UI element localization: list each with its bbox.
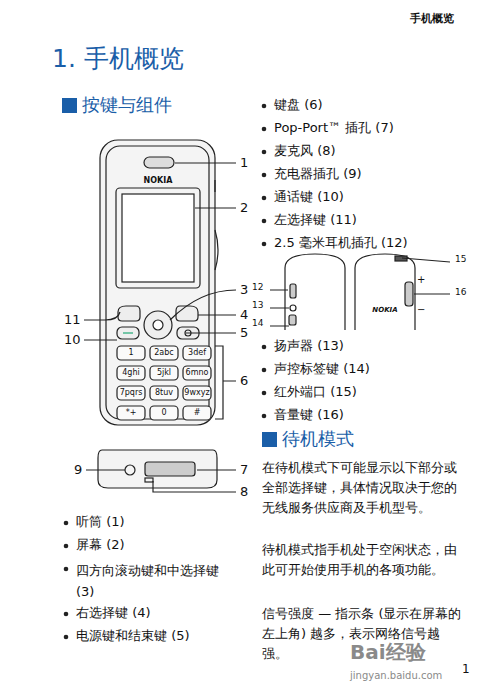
callout-number: 14 — [252, 318, 263, 329]
callout-number: 7 — [240, 462, 248, 478]
bullet-item: 左选择键 (11) — [274, 212, 357, 228]
key-label: 3def — [188, 348, 206, 358]
body-paragraph: 待机模式指手机处于空闲状态，由此可开始使用手机的各项功能。 — [262, 540, 462, 580]
section-heading: 按键与组件 — [82, 94, 172, 116]
page-number: 1 — [462, 662, 470, 676]
section-heading: 待机模式 — [282, 428, 354, 450]
key-label: 0 — [161, 408, 166, 418]
brand-logo: NOKIA — [372, 306, 397, 314]
watermark: Bai经验 — [350, 640, 426, 664]
bullet-item: 右选择键 (4) — [76, 605, 151, 621]
brand-logo: NOKIA — [144, 176, 173, 186]
bullet-item: 通话键 (10) — [274, 189, 344, 205]
callout-number: 15 — [455, 254, 466, 265]
bullet-item: 麦克风 (8) — [274, 143, 336, 159]
callout-number: 1 — [240, 155, 248, 171]
key-label: # — [194, 408, 201, 418]
volume-sign: + — [417, 274, 425, 286]
key-label: 7pqrs — [120, 388, 143, 398]
volume-sign: − — [417, 304, 425, 316]
bullet-item: 四方向滚动键和中选择键 (3) — [76, 560, 241, 602]
watermark: jingyan.baidu.com — [350, 670, 442, 682]
callout-number: 9 — [74, 462, 82, 478]
page-title: 1. 手机概览 — [52, 44, 184, 74]
callout-number: 5 — [240, 325, 248, 341]
callout-number: 16 — [455, 287, 466, 298]
key-label: 2abc — [154, 348, 173, 358]
key-label: 8tuv — [155, 388, 173, 398]
callout-number: 2 — [240, 200, 248, 216]
bullet-item: 红外端口 (15) — [274, 384, 357, 400]
body-paragraph: 在待机模式下可能显示以下部分或全部选择键，具体情况取决于您的无线服务供应商及手机… — [262, 458, 462, 518]
bullet-item: 听筒 (1) — [76, 514, 125, 530]
callout-number: 13 — [252, 300, 263, 311]
callout-number: 8 — [240, 484, 248, 500]
bullet-item: 键盘 (6) — [274, 97, 323, 113]
callout-number: 10 — [64, 332, 81, 348]
key-label: 9wxyz — [184, 388, 209, 398]
bullet-item: 电源键和结束键 (5) — [76, 628, 190, 644]
bullet-item: 声控标签键 (14) — [274, 361, 370, 377]
running-header: 手机概览 — [410, 12, 454, 25]
key-label: *+ — [126, 408, 137, 418]
bullet-item: 屏幕 (2) — [76, 537, 125, 553]
key-label: 6mno — [186, 368, 209, 378]
bullet-item: Pop-Port™ 插孔 (7) — [274, 120, 394, 136]
callout-number: 12 — [252, 282, 263, 293]
callout-number: 11 — [64, 312, 81, 328]
bullet-item: 音量键 (16) — [274, 407, 344, 423]
bullet-item: 充电器插孔 (9) — [274, 166, 362, 182]
key-label: 5jkl — [157, 368, 171, 378]
callout-number: 4 — [240, 307, 248, 323]
key-label: 4ghi — [122, 368, 139, 378]
bullet-item: 2.5 毫米耳机插孔 (12) — [274, 235, 408, 251]
bullet-item: 扬声器 (13) — [274, 338, 344, 354]
key-label: 1 — [128, 348, 133, 358]
callout-number: 6 — [240, 373, 248, 389]
callout-number: 3 — [240, 282, 248, 298]
